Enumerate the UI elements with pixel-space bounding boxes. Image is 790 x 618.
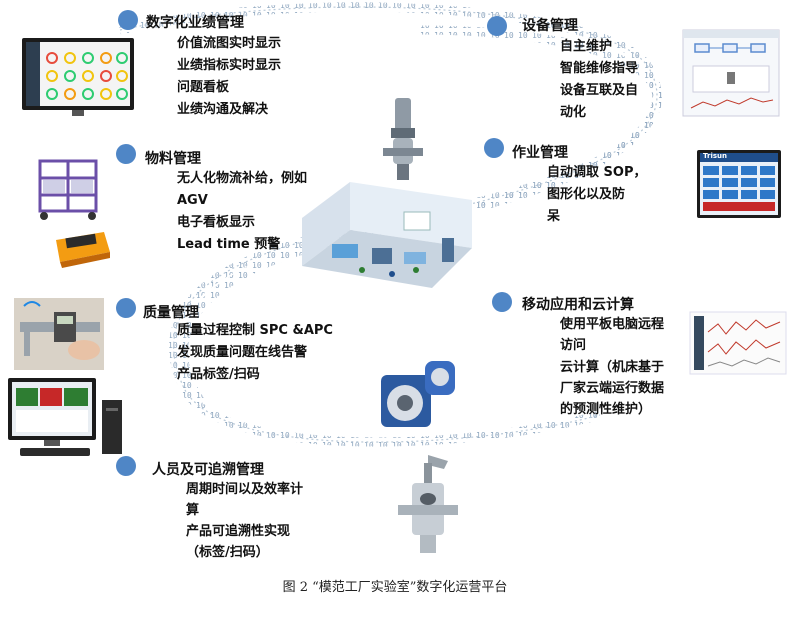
hmi-brand-label: Trisun: [703, 152, 727, 160]
gear-reducer-image: [375, 355, 460, 440]
module-mobile-cloud-bullet: [492, 292, 512, 312]
sop-hmi-image: Trisun: [697, 150, 781, 218]
module-performance-item: 业绩沟通及解决: [177, 102, 269, 117]
module-performance-title: 数字化业绩管理: [146, 15, 244, 31]
module-operation-bullet: [484, 138, 504, 158]
module-operation-item: 图形化以及防: [547, 187, 626, 202]
module-material-item: Lead time 预警: [177, 237, 281, 252]
module-performance-item: 价值流图实时显示: [177, 36, 282, 51]
logistics-rack-image: [34, 153, 104, 221]
module-equipment-title: 设备管理: [522, 18, 578, 34]
module-equipment-item: 自主维护: [560, 39, 613, 54]
module-equipment-item: 动化: [560, 105, 587, 120]
valve-image-top: [383, 98, 423, 180]
module-operation-item: 呆: [547, 209, 561, 224]
module-material-item: 电子看板显示: [177, 215, 256, 230]
module-material-item: AGV: [177, 193, 208, 208]
module-quality-item: 质量过程控制 SPC &APC: [177, 323, 333, 338]
module-mobile-cloud-item: 使用平板电脑远程: [560, 317, 665, 332]
module-quality-item: 产品标签/扫码: [177, 367, 260, 382]
module-mobile-cloud-item: 访问: [560, 338, 587, 353]
module-mobile-cloud-item: 厂家云端运行数据: [560, 381, 665, 396]
module-equipment-bullet: [487, 16, 507, 36]
module-performance-item: 问题看板: [177, 80, 230, 95]
figure-caption: 图 2 “模范工厂实验室”数字化运营平台: [282, 580, 508, 595]
factory-lab-illustration: [292, 178, 482, 290]
caliper-measurement-image: [14, 298, 104, 370]
equipment-software-image: [682, 29, 780, 117]
module-performance-item: 业绩指标实时显示: [177, 58, 282, 73]
agv-robot-image: [52, 222, 112, 270]
module-mobile-cloud-title: 移动应用和云计算: [522, 297, 634, 313]
module-quality-item: 发现质量问题在线告警: [177, 345, 308, 360]
module-equipment-item: 智能维修指导: [560, 61, 639, 76]
module-quality-title: 质量管理: [143, 305, 199, 321]
module-quality-bullet: [116, 298, 136, 318]
module-personnel-trace-item: 产品可追溯性实现: [186, 524, 291, 539]
module-personnel-trace-title: 人员及可追溯管理: [152, 462, 264, 478]
valve-image-bottom: [398, 455, 458, 557]
module-personnel-trace-bullet: [116, 456, 136, 476]
module-operation-title: 作业管理: [512, 145, 568, 161]
dashboard-monitor-image: [22, 38, 134, 116]
module-mobile-cloud-item: 云计算（机床基于: [560, 360, 665, 375]
spc-workstation-image: [8, 378, 126, 462]
module-equipment-item: 设备互联及自: [560, 83, 639, 98]
module-personnel-trace-item: （标签/扫码）: [186, 545, 269, 560]
module-material-item: 无人化物流补给，例如: [177, 171, 308, 186]
module-operation-item: 自动调取 SOP，: [547, 165, 647, 180]
module-performance-bullet: [118, 10, 138, 30]
module-material-bullet: [116, 144, 136, 164]
cloud-analytics-image: [689, 311, 787, 375]
module-personnel-trace-item: 周期时间以及效率计: [186, 482, 304, 497]
module-personnel-trace-item: 算: [186, 503, 200, 518]
module-mobile-cloud-item: 的预测性维护）: [560, 402, 652, 417]
module-material-title: 物料管理: [145, 151, 201, 167]
